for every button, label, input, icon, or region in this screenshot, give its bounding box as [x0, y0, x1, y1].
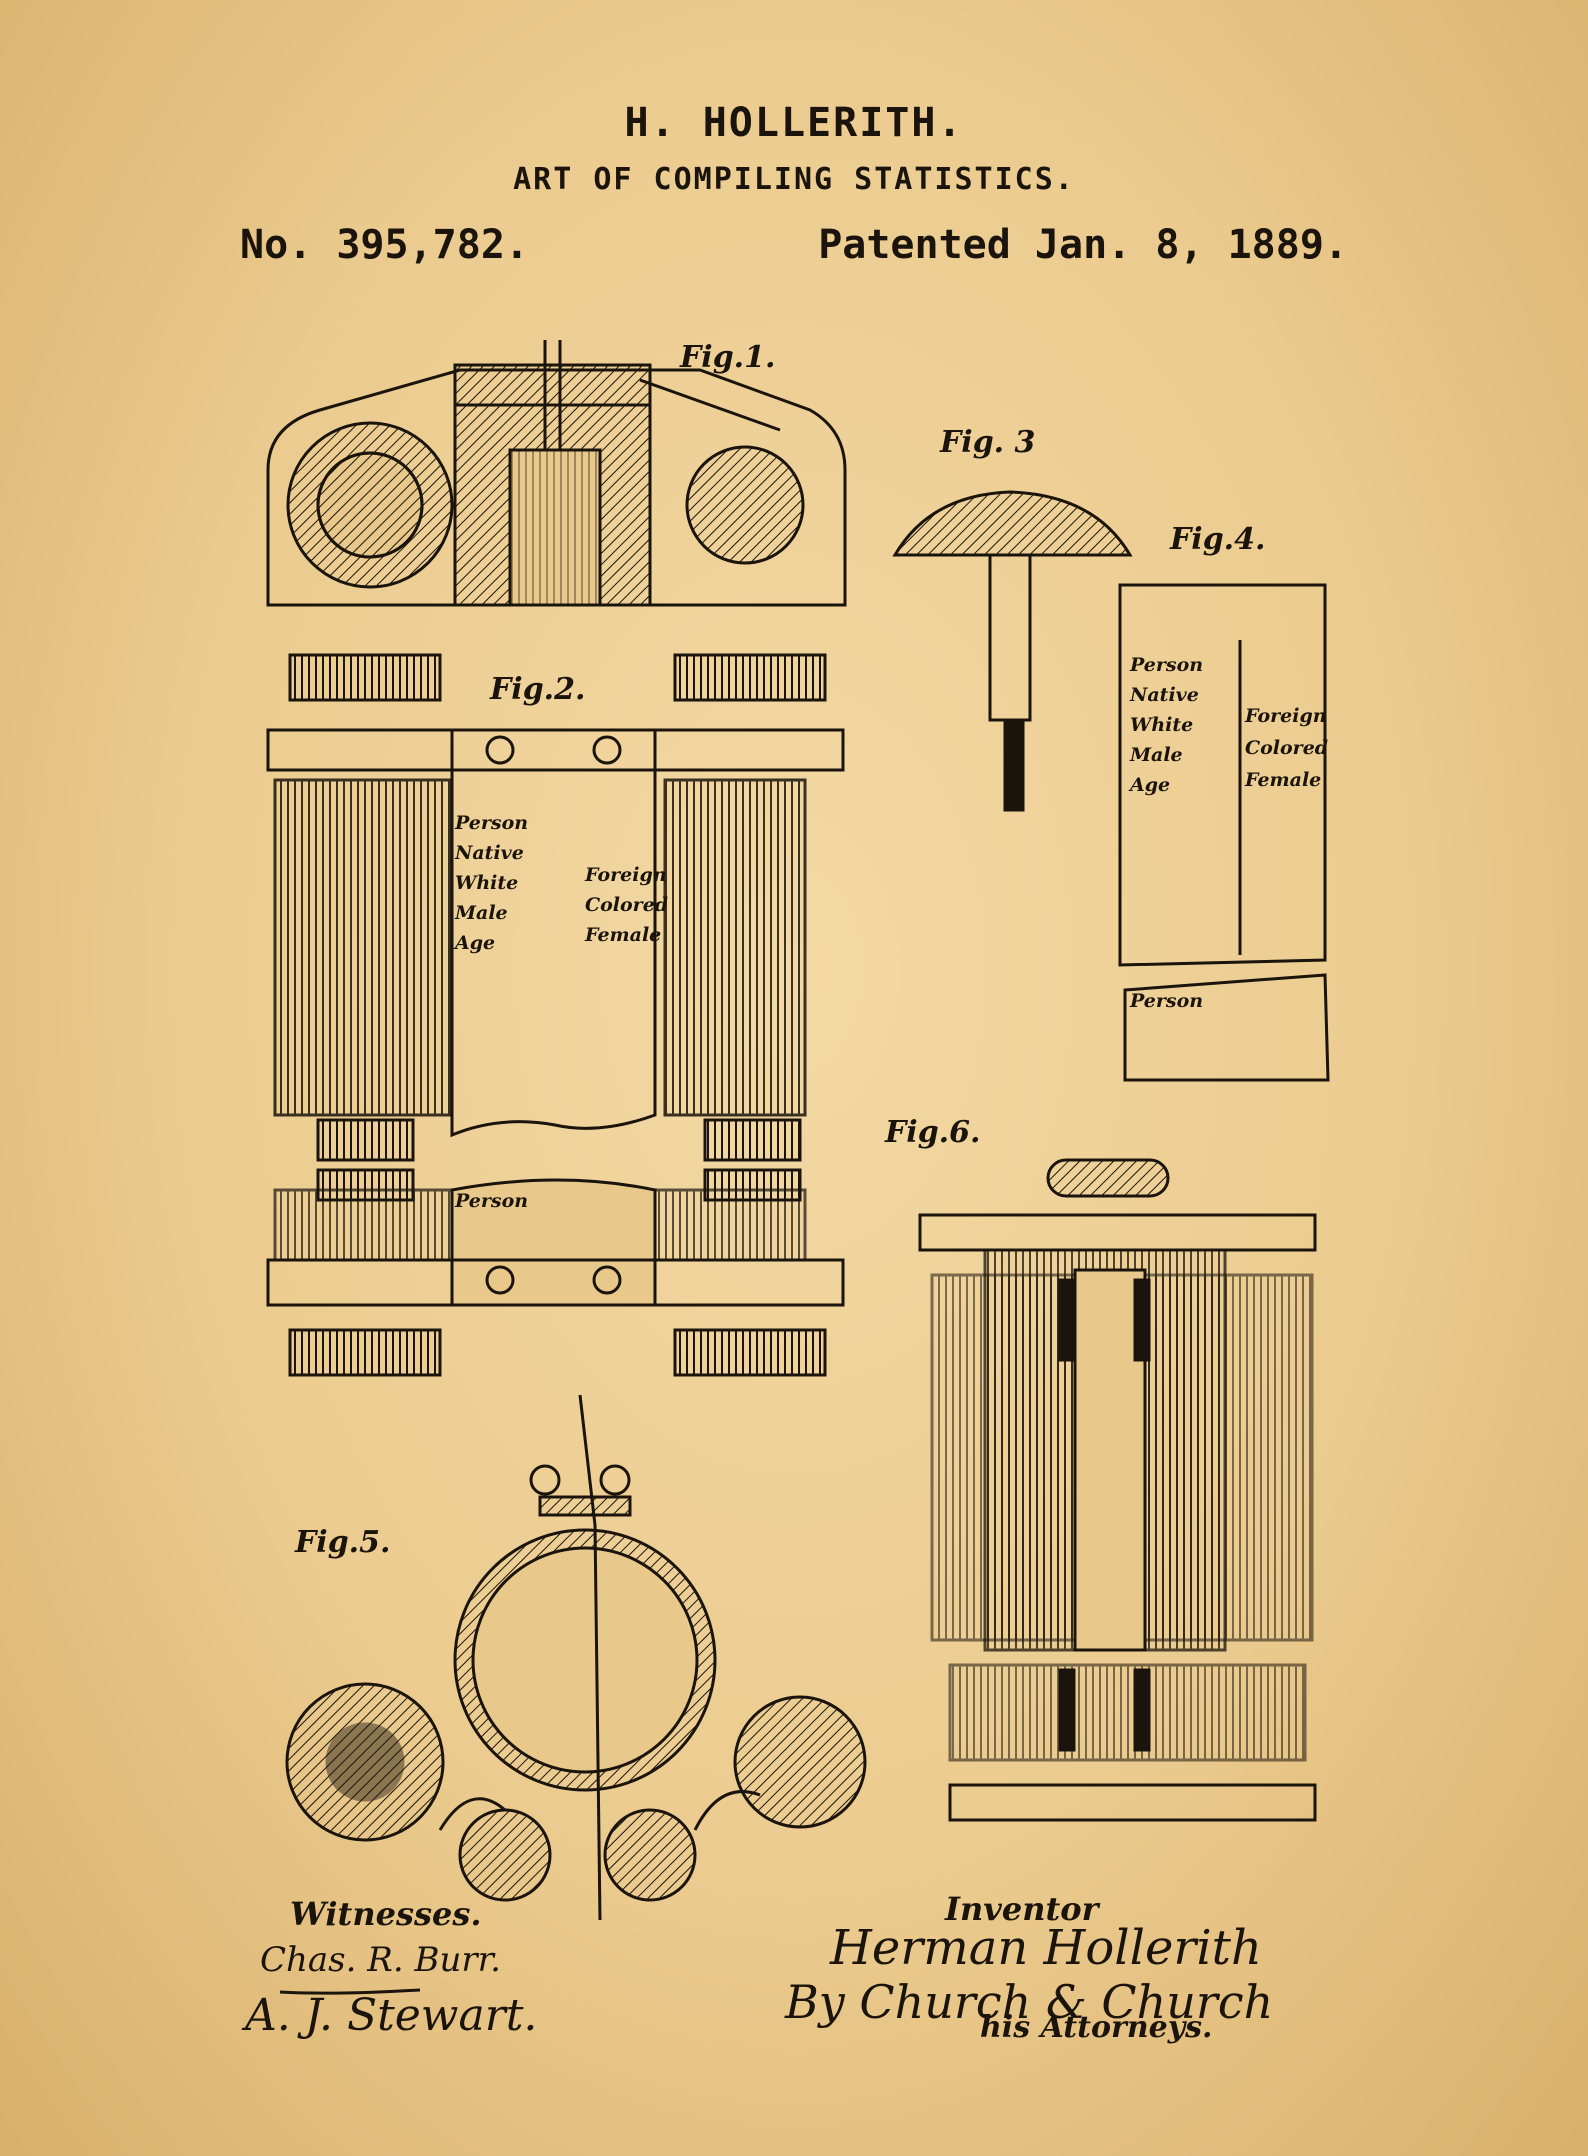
inventor-signature: Herman Hollerith	[830, 1920, 1262, 1976]
fig4-right-fields: Foreign Colored Female	[1245, 700, 1328, 796]
fig4-field-female: Female	[1245, 769, 1322, 791]
patent-date: Patented Jan. 8, 1889.	[818, 222, 1348, 268]
attorneys-label: his Attorneys.	[980, 2010, 1213, 2045]
field-female: Female	[585, 924, 662, 946]
fig3-drawing	[892, 490, 1133, 812]
fig4-field-foreign: Foreign	[1245, 705, 1327, 727]
fig6-drawing	[918, 1158, 1317, 1822]
fig4-drawing	[1118, 583, 1330, 1082]
fig2-right-fields: Foreign Colored Female	[585, 860, 668, 950]
field-person: Person	[455, 812, 529, 834]
witnesses-label: Witnesses.	[290, 1895, 482, 1933]
fig4-field-male: Male	[1130, 744, 1183, 766]
fig4-field-age: Age	[1130, 774, 1171, 796]
witness-one-signature: Chas. R. Burr.	[260, 1940, 501, 1980]
fig2-left-fields: Person Native White Male Age	[455, 808, 528, 958]
attorneys-signature: By Church & Church	[785, 1975, 1274, 2029]
field-male: Male	[455, 902, 508, 924]
fig1-drawing	[266, 340, 847, 607]
fig6-label: Fig.6.	[885, 1115, 981, 1150]
inventor-heading: H. HOLLERITH.	[624, 100, 964, 146]
witness-two-signature: A. J. Stewart.	[245, 1990, 538, 2041]
fig2-label: Fig.2.	[490, 672, 586, 707]
fig5-label: Fig.5.	[295, 1525, 391, 1560]
fig2-bottom-field: Person	[455, 1190, 529, 1212]
fig4-field-white: White	[1130, 714, 1194, 736]
fig5-drawing	[285, 1394, 867, 1921]
field-native: Native	[455, 842, 524, 864]
fig4-bottom-field: Person	[1130, 990, 1204, 1012]
fig1-label: Fig.1.	[680, 340, 776, 375]
field-colored: Colored	[585, 894, 669, 916]
fig4-label: Fig.4.	[1170, 522, 1266, 557]
fig3-label: Fig. 3	[940, 425, 1036, 460]
field-foreign: Foreign	[585, 864, 667, 886]
inventor-label: Inventor	[945, 1890, 1099, 1928]
field-age: Age	[455, 932, 496, 954]
field-white: White	[455, 872, 519, 894]
fig4-field-native: Native	[1130, 684, 1199, 706]
fig4-field-person: Person	[1130, 654, 1204, 676]
fig4-field-colored: Colored	[1245, 737, 1329, 759]
fig4-left-fields: Person Native White Male Age	[1130, 650, 1203, 800]
patent-subject: ART OF COMPILING STATISTICS.	[513, 162, 1075, 197]
fig2-drawing	[266, 653, 845, 1377]
patent-number: No. 395,782.	[240, 222, 529, 268]
